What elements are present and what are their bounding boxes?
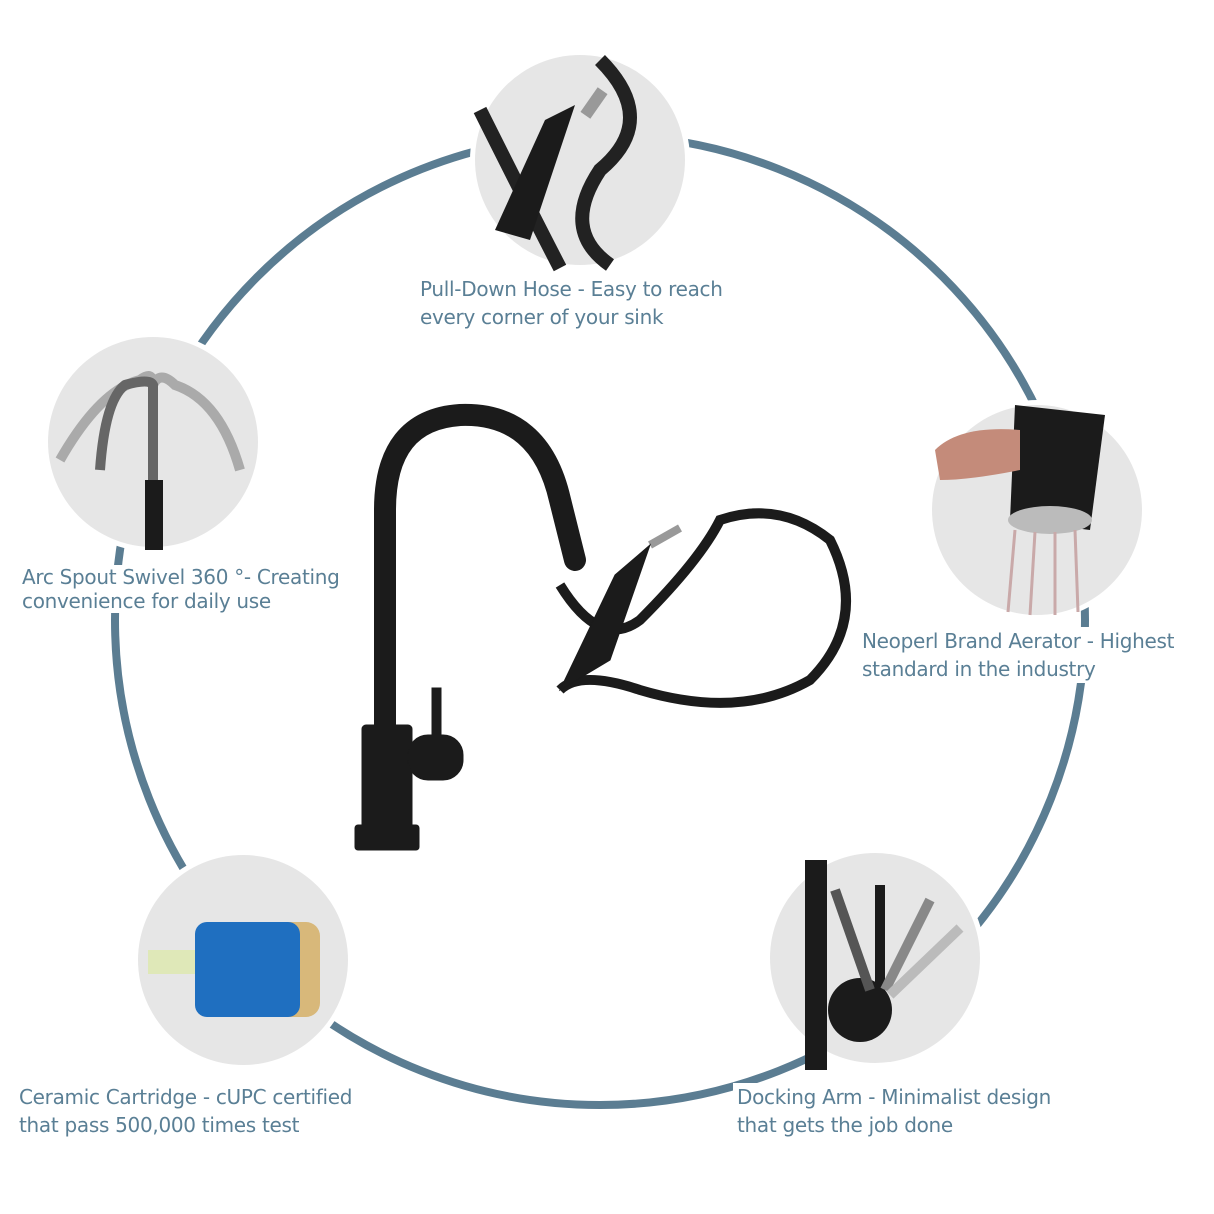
feature-caption-aerator: Neoperl Brand Aerator - Highest standard… <box>858 627 1179 683</box>
faucet-icon <box>354 403 851 851</box>
feature-caption-docking: Docking Arm - Minimalist design that get… <box>733 1083 1056 1139</box>
pull-down-hose-photo <box>470 50 690 272</box>
aerator-photo <box>927 400 1147 620</box>
ceramic-cartridge-photo <box>133 850 353 1070</box>
feature-caption-hose: Pull-Down Hose - Easy to reach every cor… <box>416 275 727 331</box>
caption-line: standard in the industry <box>862 657 1096 681</box>
caption-line: that gets the job done <box>737 1113 953 1137</box>
caption-line: every corner of your sink <box>420 305 664 329</box>
arc-spout-swivel-photo <box>43 332 263 552</box>
caption-line: Pull-Down Hose - Easy to reach <box>420 277 723 301</box>
caption-line: convenience for daily use <box>22 589 271 613</box>
feature-caption-swivel: Arc Spout Swivel 360 °- Creating conveni… <box>18 565 344 613</box>
feature-caption-cartridge: Ceramic Cartridge - cUPC certified that … <box>15 1083 357 1139</box>
caption-line: Docking Arm - Minimalist design <box>737 1085 1052 1109</box>
caption-line: Ceramic Cartridge - cUPC certified <box>19 1085 353 1109</box>
caption-line: that pass 500,000 times test <box>19 1113 300 1137</box>
caption-line: Arc Spout Swivel 360 °- Creating <box>22 565 340 589</box>
docking-arm-photo <box>765 848 985 1070</box>
caption-line: Neoperl Brand Aerator - Highest <box>862 629 1175 653</box>
